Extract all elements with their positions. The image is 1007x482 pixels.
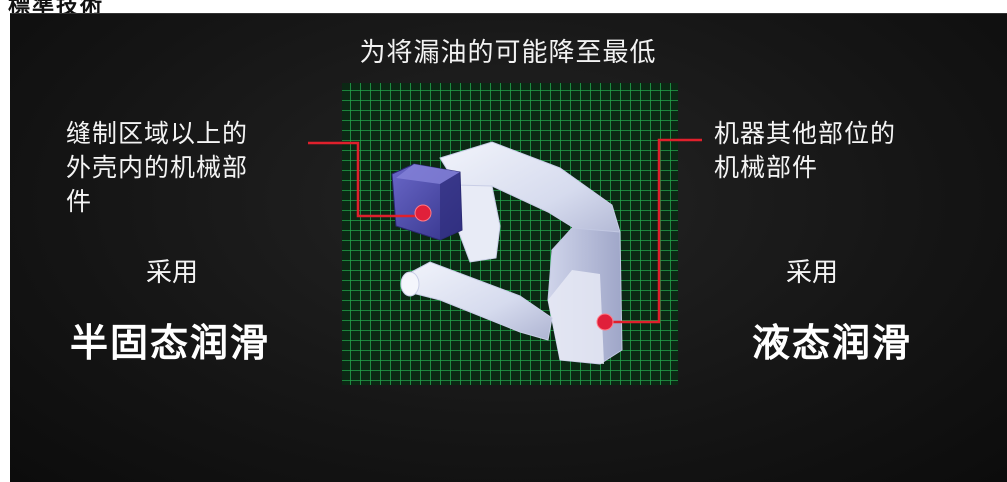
right-adopt-label: 采用 — [786, 258, 839, 288]
diagram-title: 为将漏油的可能降至最低 — [359, 38, 657, 68]
right-marker — [596, 313, 614, 331]
left-adopt-label: 采用 — [146, 258, 199, 288]
header-fragment: 標準技術 — [8, 0, 105, 13]
top-strip: 標準技術 — [0, 0, 1007, 13]
left-marker — [414, 204, 432, 222]
left-lubrication-method: 半固态润滑 — [70, 321, 271, 365]
left-leader-line — [308, 141, 420, 218]
right-component-label: 机器其他部位的 机械部件 — [714, 119, 897, 182]
left-component-label: 缝制区域以上的 外壳内的机械部 件 — [66, 119, 249, 216]
right-lubrication-method: 液态润滑 — [752, 321, 913, 365]
right-leader-line — [612, 138, 702, 324]
grid-background — [342, 83, 678, 385]
